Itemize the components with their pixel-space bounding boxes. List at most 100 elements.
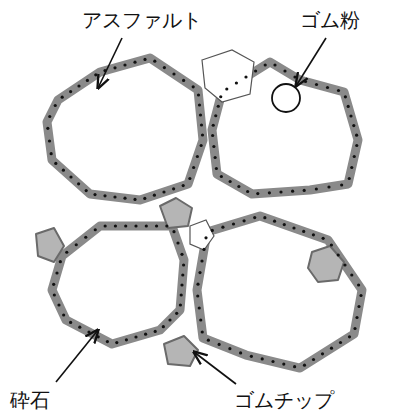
rubber-powder-dot <box>113 66 116 69</box>
rubber-powder-dot <box>326 86 329 89</box>
rubber-powder-dot <box>215 167 218 170</box>
rubber-powder-dot <box>54 162 57 165</box>
rubber-powder-dot <box>134 335 137 338</box>
rubber-powder-dot <box>349 114 352 117</box>
rubber-powder-dot <box>337 89 340 92</box>
rubber-powder-dot <box>168 318 171 321</box>
rubber-powder-dot <box>94 228 97 231</box>
rubber-powder-dot <box>61 96 64 99</box>
rubber-powder-dot <box>291 190 294 193</box>
rubber-powder-dot <box>273 220 276 223</box>
rubber-powder-dot <box>200 123 203 126</box>
rubber-powder-dot <box>199 113 202 116</box>
rubber-powder-dot <box>180 253 183 256</box>
rubber-powder-dot <box>50 152 53 155</box>
rubber-chip <box>36 228 64 262</box>
rubber-powder-dot <box>271 360 274 363</box>
rubber-powder-dot <box>232 222 235 225</box>
rubber-powder-dot <box>192 166 195 169</box>
rubber-powder-dot <box>77 182 80 185</box>
rubber-powder-dot <box>256 192 259 195</box>
rubber-powder-dot <box>54 104 57 107</box>
rubber-powder-dot <box>201 133 204 136</box>
rubber-powder-dot <box>196 294 199 297</box>
rubber-powder-dot <box>123 63 126 66</box>
rubber-powder-dot <box>315 83 318 86</box>
rubber-powder-dot <box>196 283 199 286</box>
rubber-powder-dot <box>263 216 266 219</box>
rubber-powder-dot <box>180 283 183 286</box>
rubber-powder-dot <box>330 243 333 246</box>
rubber-powder-dot <box>143 197 146 200</box>
rubber-powder-dot <box>57 303 60 306</box>
rubber-powder-dot <box>115 341 118 344</box>
rubber-powder-dot <box>225 87 228 90</box>
rubber-powder-dot <box>312 233 315 236</box>
rubber-powder-dot <box>153 60 156 63</box>
rubber-powder-dot <box>188 177 191 180</box>
rubber-powder-dot <box>315 187 318 190</box>
rubber-powder-dot <box>217 105 220 108</box>
rubber-powder-dot <box>357 305 360 308</box>
rubber-powder-dot <box>246 190 249 193</box>
rubber-powder-dot <box>344 95 347 98</box>
rubber-powder-dot <box>180 293 183 296</box>
rubber-powder-dot <box>214 114 217 117</box>
rubber-powder-dot <box>304 80 307 83</box>
rubber-powder-dot <box>69 321 72 324</box>
rubber-powder-dot <box>250 355 253 358</box>
rubber-powder-dot <box>69 90 72 93</box>
rubber-powder-dot <box>196 155 199 158</box>
rubber-powder-dot <box>214 156 217 159</box>
rubber-powder-dot <box>355 134 358 137</box>
rubber-powder-dot <box>113 195 116 198</box>
rubber-powder-dot <box>198 271 201 274</box>
rubber-powder-dot <box>198 103 201 106</box>
rubber-powder-dot <box>144 333 147 336</box>
rubber-powder-dot <box>327 185 330 188</box>
rubber-powder-dot <box>200 259 203 262</box>
material-label: アスファルト <box>80 8 204 32</box>
rubber-powder-dot <box>303 364 306 367</box>
rubber-powder-dot <box>55 271 58 274</box>
rubber-powder-dot <box>340 183 343 186</box>
rubber-powder-dot <box>179 303 182 306</box>
rubber-powder-dot <box>279 190 282 193</box>
rubber-powder-dot <box>283 223 286 226</box>
rubber-powder-dot <box>350 166 353 169</box>
rubber-powder-dot <box>254 69 257 72</box>
rubber-powder-dot <box>145 224 148 227</box>
rubber-powder-dot <box>292 226 295 229</box>
rubber-powder-dot <box>218 343 221 346</box>
rubber-powder-dot <box>78 326 81 329</box>
rubber-powder-dot <box>207 339 210 342</box>
rubber-powder-dot <box>182 79 185 82</box>
rubber-powder-dot <box>93 193 96 196</box>
rubber-powder-dot <box>355 144 358 147</box>
rubber-powder-dot <box>75 243 78 246</box>
rubber-powder-dot <box>302 230 305 233</box>
rubber-powder-dot <box>143 58 146 61</box>
rubber-powder-dot <box>103 194 106 197</box>
rubber-powder-dot <box>200 144 203 147</box>
rubber-powder-dot <box>162 190 165 193</box>
rubber-powder-dot <box>192 85 195 88</box>
rubber-powder-dot <box>352 124 355 127</box>
rubber-powder-dot <box>293 75 296 78</box>
rubber-powder-dot <box>162 325 165 328</box>
rubber-powder-dot <box>59 260 62 263</box>
rubber-powder-dot <box>163 66 166 69</box>
rubber-powder-dot <box>348 177 351 180</box>
rubber-powder-dot <box>69 175 72 178</box>
rubber-powder-dot <box>46 127 49 130</box>
rubber-powder-dot <box>181 273 184 276</box>
rubber-powder-dot <box>282 363 285 366</box>
rubber-powder-dot <box>350 273 353 276</box>
rubber-chip <box>160 198 192 228</box>
leader-line <box>98 38 122 88</box>
rubber-powder-dot <box>154 330 157 333</box>
rubber-powder-dot <box>182 184 185 187</box>
rubber-powder-dot <box>322 237 325 240</box>
rubber-powder-dot <box>237 185 240 188</box>
